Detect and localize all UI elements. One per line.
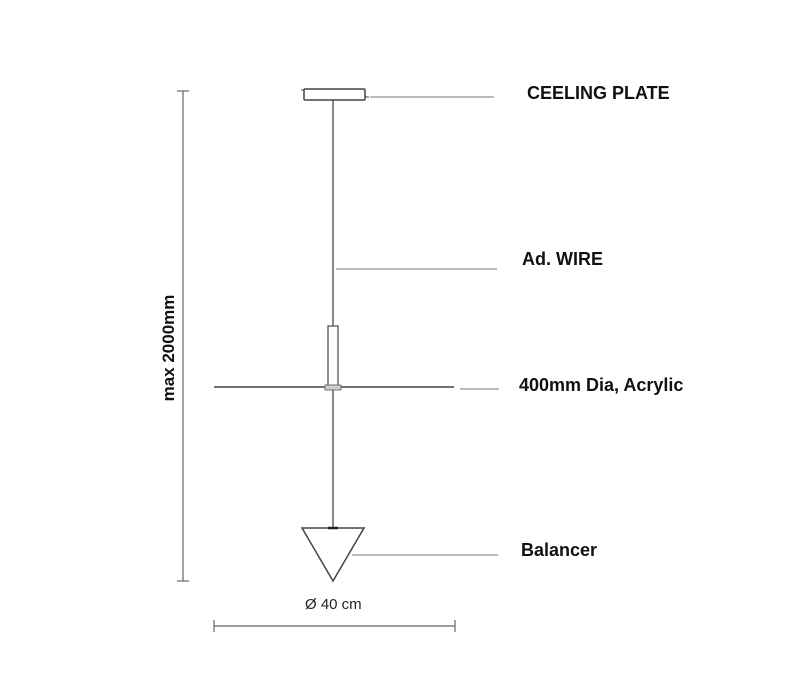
ceiling-plate-label: CEELING PLATE xyxy=(527,83,670,103)
width-dimension-label: Ø 40 cm xyxy=(305,596,362,613)
ceiling-plate-shape xyxy=(301,88,369,101)
wire-label: Ad. WIRE xyxy=(522,249,603,269)
height-dimension-line xyxy=(177,90,189,582)
wire-sleeve xyxy=(327,325,339,387)
width-dimension-line xyxy=(213,620,456,632)
balancer-label: Balancer xyxy=(521,540,598,560)
acrylic-disc-shape xyxy=(214,384,454,391)
acrylic-label: 400mm Dia, Acrylic xyxy=(519,375,684,395)
height-dimension-label: max 2000mm xyxy=(159,294,178,402)
